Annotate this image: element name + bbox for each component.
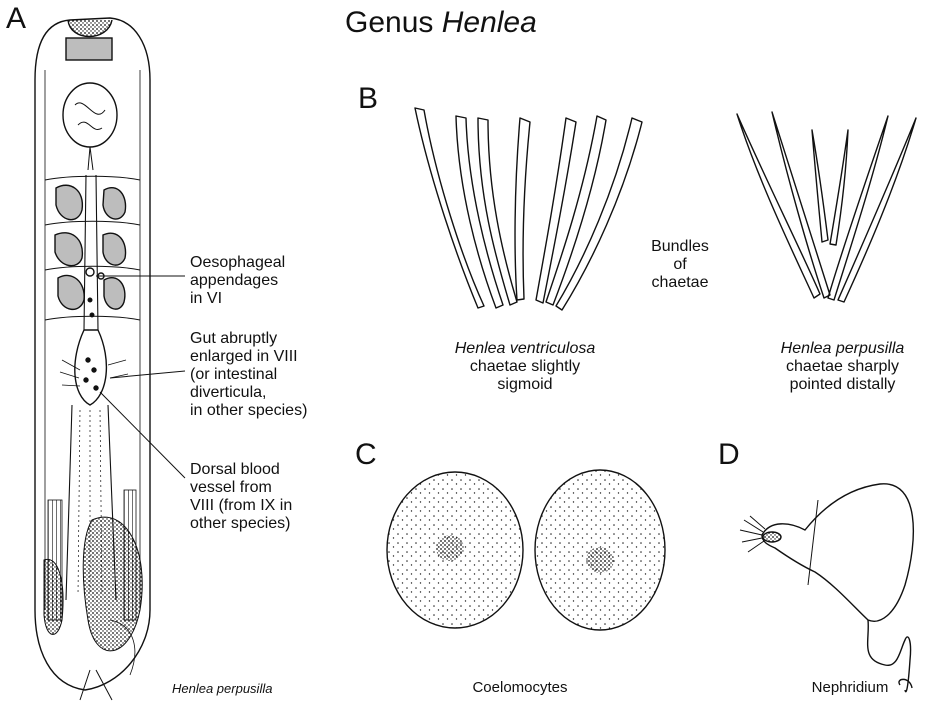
coelomocytes-caption: Coelomocytes bbox=[440, 679, 600, 696]
caption-ventriculosa: Henlea ventriculosa chaetae slightly sig… bbox=[425, 340, 625, 394]
chaetae-bundle-right bbox=[737, 112, 916, 302]
chaetae-bundle-left bbox=[415, 108, 642, 310]
caption-perpusilla: Henlea perpusilla chaetae sharply pointe… bbox=[760, 340, 925, 394]
coelomocytes-drawing bbox=[387, 470, 665, 630]
septal-gland bbox=[55, 233, 82, 266]
leader-line bbox=[110, 371, 185, 378]
prostomium bbox=[68, 20, 112, 37]
pharynx-block bbox=[66, 38, 112, 60]
coelomocyte-nucleus bbox=[436, 535, 464, 561]
callout-enlarged-gut: Gut abruptly enlarged in VIII (or intest… bbox=[190, 330, 307, 420]
worm-illustration bbox=[35, 18, 150, 700]
bundles-label: Bundles of chaetae bbox=[640, 238, 720, 292]
worm-caption: Henlea perpusilla bbox=[172, 681, 272, 696]
septal-gland bbox=[104, 278, 125, 309]
septal-gland bbox=[103, 188, 126, 219]
septal-gland bbox=[103, 233, 126, 265]
oesophagus bbox=[84, 175, 98, 330]
callout-dorsal-blood-vessel: Dorsal blood vessel from VIII (from IX i… bbox=[190, 461, 292, 533]
oesophageal-appendage bbox=[86, 268, 94, 276]
septal-gland bbox=[56, 185, 82, 219]
nephridium-caption: Nephridium bbox=[780, 679, 920, 696]
nephridium-drawing bbox=[740, 484, 913, 692]
leader-line bbox=[100, 392, 185, 478]
coelomocyte-nucleus bbox=[586, 547, 614, 573]
brain-region bbox=[63, 83, 117, 147]
callout-oesophageal-appendages: Oesophageal appendages in VI bbox=[190, 254, 285, 308]
septal-gland bbox=[58, 275, 84, 309]
